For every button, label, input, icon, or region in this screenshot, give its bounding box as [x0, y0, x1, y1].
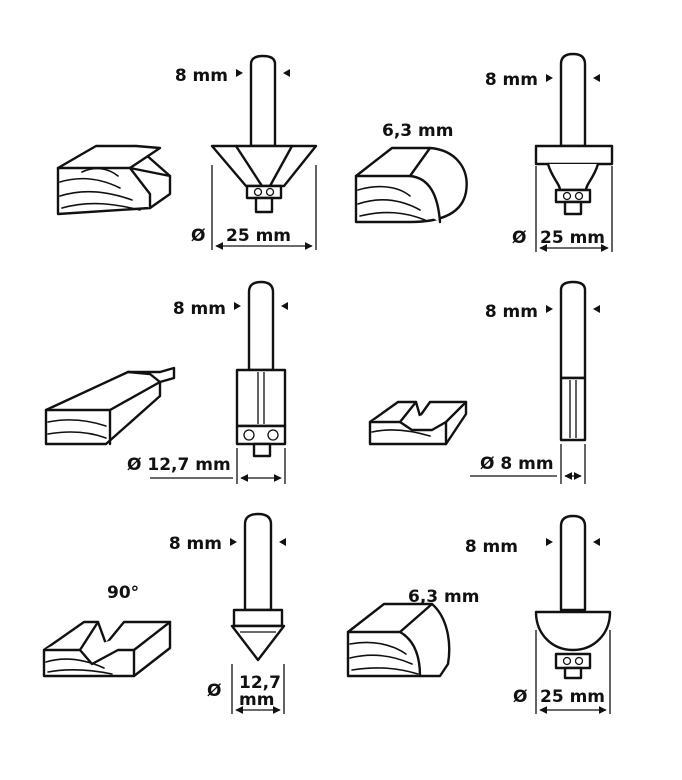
diameter-label-2: 25 mm	[540, 228, 605, 248]
shank-label-2: 8 mm	[485, 70, 538, 90]
straight-wood-profile	[368, 400, 468, 446]
diameter-dimension-2: Ø 25 mm	[512, 166, 613, 252]
straight-bit-group: 8 mm Ø 8 mm	[368, 280, 600, 484]
shank-label-5: 8 mm	[169, 534, 222, 554]
diameter-dimension-1: Ø 25 mm	[191, 165, 317, 250]
diameter-dimension-4: Ø 8 mm	[470, 444, 586, 484]
shank-dimension-3: 8 mm	[173, 299, 288, 319]
shank-dimension-6: 8 mm	[465, 537, 600, 557]
diameter-label-4: Ø 8 mm	[480, 454, 554, 474]
shank-dimension-2: 8 mm	[485, 70, 600, 90]
chamfer-bit-group: 8 mm Ø 25 mm	[56, 54, 318, 250]
straight-bit	[559, 280, 587, 442]
depth-label-2: 6,3 mm	[382, 121, 453, 141]
diameter-dimension-5: Ø 12,7 mm	[207, 664, 285, 714]
diameter-value-5: 12,7	[239, 673, 281, 693]
round-cove-bit	[534, 514, 612, 680]
shank-label-3: 8 mm	[173, 299, 226, 319]
diameter-symbol-5: Ø	[207, 681, 221, 701]
shank-dimension-4: 8 mm	[485, 302, 600, 322]
chamfer-bit	[210, 54, 318, 214]
shank-label-1: 8 mm	[175, 66, 228, 86]
shank-dimension-1: 8 mm	[175, 66, 290, 86]
diameter-label-6: 25 mm	[540, 687, 605, 707]
v-groove-wood-profile	[42, 620, 172, 678]
diameter-dimension-3: Ø 12,7 mm	[127, 448, 286, 484]
depth-label-6: 6,3 mm	[408, 587, 479, 607]
shank-label-6: 8 mm	[465, 537, 518, 557]
flush-trim-bit	[235, 280, 287, 458]
diameter-label-3: Ø 12,7 mm	[127, 455, 231, 475]
diameter-dimension-6: Ø 25 mm	[513, 630, 611, 714]
diameter-unit-5: mm	[239, 690, 274, 710]
diameter-symbol-2: Ø	[512, 228, 526, 248]
diameter-symbol-1: Ø	[191, 226, 205, 246]
diameter-label-1: 25 mm	[226, 226, 291, 246]
flush-trim-bit-group: 8 mm Ø 12,7 mm	[44, 280, 288, 484]
round-cove-bit-group: 6,3 mm 8 mm Ø 25 mm	[346, 514, 612, 714]
cove-bit	[534, 52, 614, 216]
shank-label-4: 8 mm	[485, 302, 538, 322]
round-cove-wood-profile	[346, 602, 451, 678]
diameter-symbol-6: Ø	[513, 687, 527, 707]
shank-dimension-5: 8 mm	[169, 534, 286, 554]
cove-wood-profile	[354, 146, 468, 224]
angle-label-5: 90°	[107, 583, 139, 603]
chamfer-wood-profile	[56, 144, 172, 216]
v-groove-bit-group: 90° 8 mm Ø 12,7 mm	[42, 512, 286, 714]
v-groove-bit	[230, 512, 286, 662]
cove-bit-group: 6,3 mm 8 mm Ø 25 mm	[354, 52, 614, 252]
flush-trim-wood-profile	[44, 366, 176, 446]
